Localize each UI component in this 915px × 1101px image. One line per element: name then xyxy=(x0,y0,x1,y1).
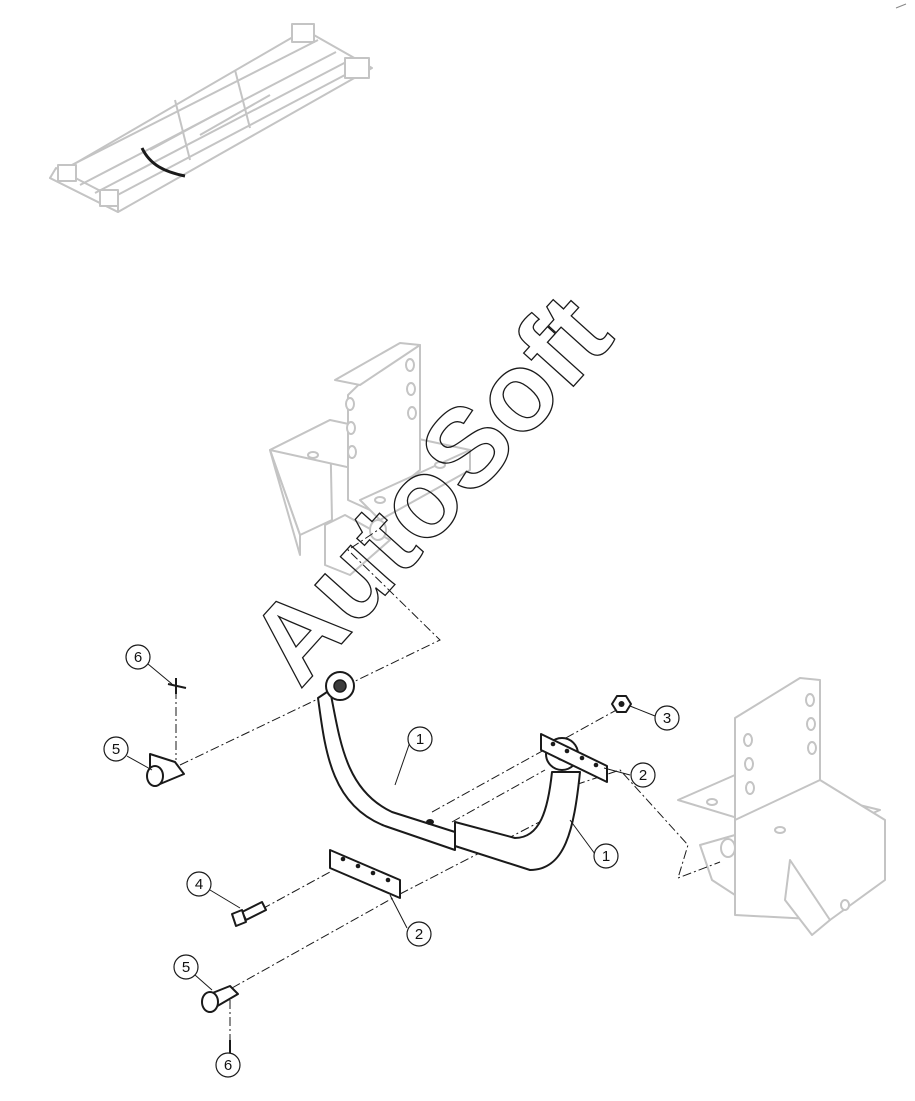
lower-clamp-plate xyxy=(329,849,401,899)
callout-leaders xyxy=(126,663,656,991)
svg-text:1: 1 xyxy=(602,848,610,865)
svg-text:5: 5 xyxy=(182,959,190,976)
callout-1-left-arm: 1 xyxy=(407,726,433,752)
callout-2-upper-plate: 2 xyxy=(630,762,656,788)
callout-5-top: 5 xyxy=(103,736,129,762)
bolt xyxy=(231,901,267,927)
svg-text:2: 2 xyxy=(639,767,647,784)
callout-3: 3 xyxy=(654,705,680,731)
right-mounting-bracket xyxy=(677,677,886,936)
svg-text:6: 6 xyxy=(134,649,142,666)
callout-5-bottom: 5 xyxy=(173,954,199,980)
corner-mark xyxy=(895,3,907,9)
svg-text:4: 4 xyxy=(195,876,203,893)
callout-4: 4 xyxy=(186,871,212,897)
callout-1-right-arm: 1 xyxy=(593,843,619,869)
lower-pivot-pin xyxy=(201,985,239,1013)
svg-text:2: 2 xyxy=(415,926,423,943)
upper-lock-pin xyxy=(167,678,187,694)
callout-2-lower-plate: 2 xyxy=(406,921,432,947)
nut xyxy=(611,695,632,713)
svg-text:1: 1 xyxy=(416,731,424,748)
chassis-overview-thumbnail xyxy=(49,23,373,213)
upper-mounting-bracket xyxy=(269,342,471,576)
upper-clamp-plate xyxy=(540,733,608,783)
left-suspension-arm xyxy=(317,671,456,851)
svg-text:6: 6 xyxy=(224,1057,232,1074)
callout-6-top: 6 xyxy=(125,644,151,670)
upper-pivot-pin xyxy=(146,753,185,787)
callout-6-bottom: 6 xyxy=(215,1052,241,1078)
svg-text:3: 3 xyxy=(663,710,671,727)
svg-text:5: 5 xyxy=(112,741,120,758)
